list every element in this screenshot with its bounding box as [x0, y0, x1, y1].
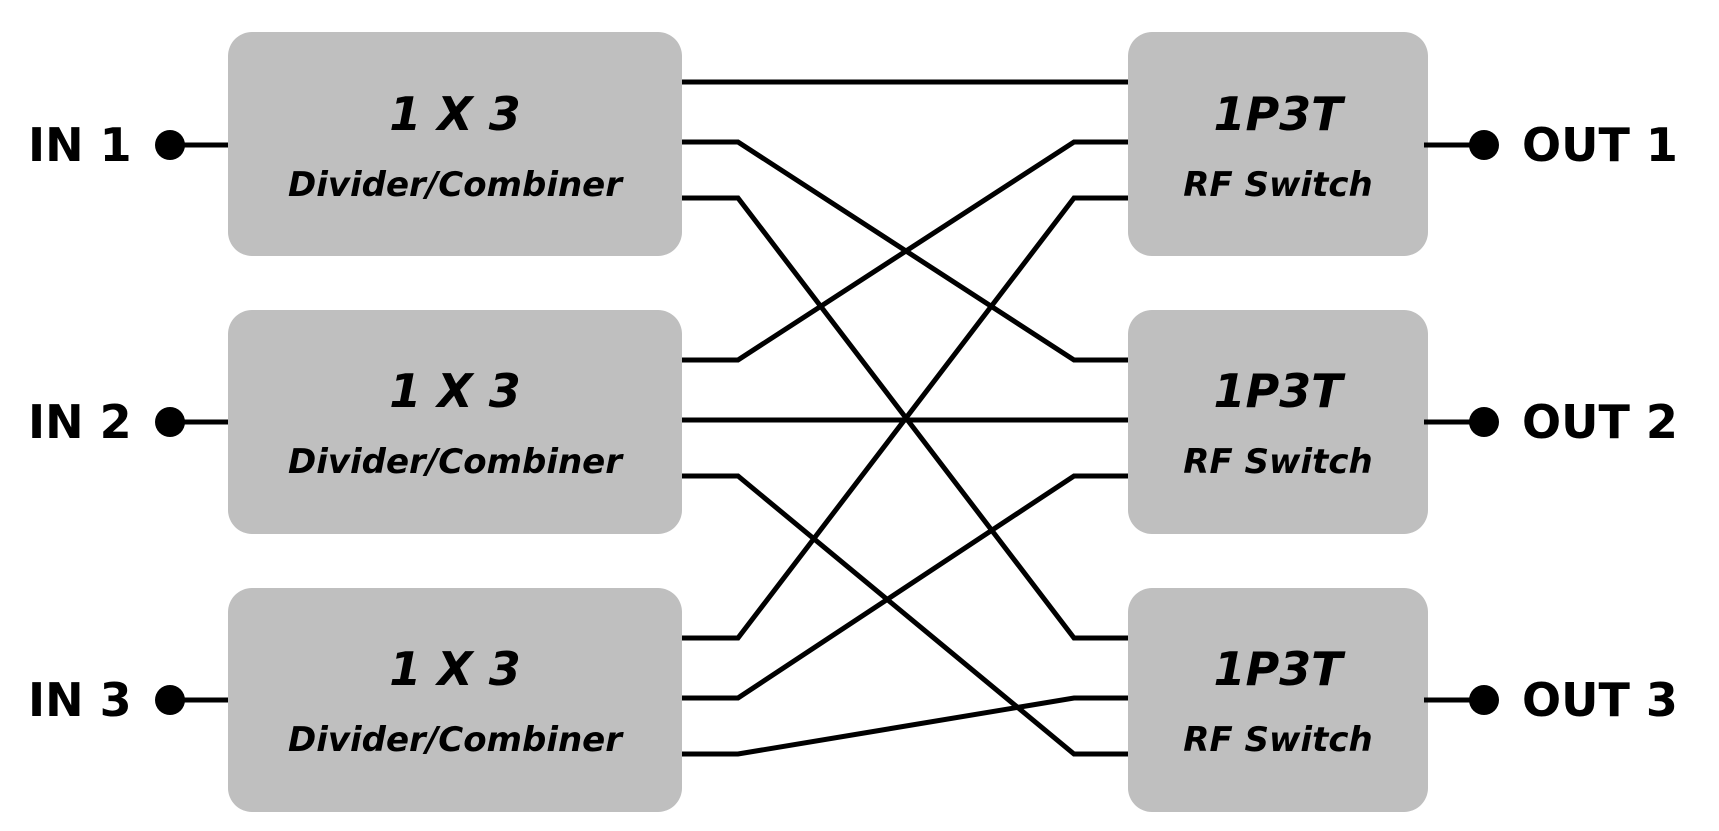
output-label: OUT 2 — [1522, 395, 1678, 449]
switch-title: 1P3T — [1213, 364, 1346, 418]
switch-subtitle: RF Switch — [1183, 165, 1372, 205]
rf-switch-block-2: 1P3T RF Switch — [1128, 310, 1428, 534]
input-label: IN 1 — [28, 118, 132, 172]
divider-combiner-block-1: 1 X 3 Divider/Combiner — [228, 32, 682, 256]
divider-combiner-block-2: 1 X 3 Divider/Combiner — [228, 310, 682, 534]
input-port-1: IN 1 — [28, 118, 232, 172]
wire-divider2-to-switch1 — [682, 139, 1128, 363]
rf-switch-block-3: 1P3T RF Switch — [1128, 588, 1428, 812]
output-terminal — [1469, 407, 1499, 437]
switch-subtitle: RF Switch — [1183, 720, 1372, 760]
interconnect-wires — [682, 79, 1128, 757]
divider-title: 1 X 3 — [389, 642, 521, 696]
divider-box — [228, 32, 682, 256]
divider-box — [228, 588, 682, 812]
rf-switch-block-1: 1P3T RF Switch — [1128, 32, 1428, 256]
input-port-3: IN 3 — [28, 673, 232, 727]
switch-title: 1P3T — [1213, 642, 1346, 696]
divider-title: 1 X 3 — [389, 364, 521, 418]
divider-subtitle: Divider/Combiner — [288, 720, 624, 760]
switch-title: 1P3T — [1213, 87, 1346, 141]
wire-divider3-to-switch2 — [682, 473, 1128, 701]
input-port-2: IN 2 — [28, 395, 232, 449]
output-port-2: OUT 2 — [1424, 395, 1678, 449]
switch-box — [1128, 32, 1428, 256]
switch-subtitle: RF Switch — [1183, 442, 1372, 482]
divider-title: 1 X 3 — [389, 87, 521, 141]
divider-subtitle: Divider/Combiner — [288, 165, 624, 205]
output-label: OUT 3 — [1522, 673, 1678, 727]
divider-box — [228, 310, 682, 534]
output-terminal — [1469, 130, 1499, 160]
wire-divider2-to-switch3 — [682, 473, 1128, 757]
input-label: IN 3 — [28, 673, 132, 727]
switch-box — [1128, 310, 1428, 534]
output-label: OUT 1 — [1522, 118, 1678, 172]
divider-combiner-block-3: 1 X 3 Divider/Combiner — [228, 588, 682, 812]
output-terminal — [1469, 685, 1499, 715]
input-label: IN 2 — [28, 395, 132, 449]
output-port-3: OUT 3 — [1424, 673, 1678, 727]
output-port-1: OUT 1 — [1424, 118, 1678, 172]
wire-divider3-to-switch3 — [682, 695, 1128, 757]
wire-divider3-to-switch1 — [682, 195, 1128, 641]
switch-box — [1128, 588, 1428, 812]
divider-subtitle: Divider/Combiner — [288, 442, 624, 482]
